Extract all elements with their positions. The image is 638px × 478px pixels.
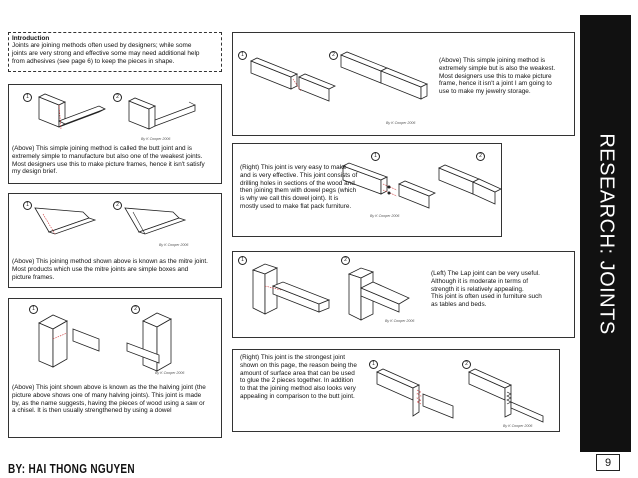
step-2-badge: 2	[131, 305, 140, 314]
step-2-badge: 2	[113, 93, 122, 102]
intro-body: Joints are joining methods often used by…	[12, 42, 200, 65]
intro-box: Introduction Joints are joining methods …	[8, 32, 222, 72]
step-1-badge: 1	[23, 93, 32, 102]
lap-joint-panel: 1 2 By K Cooper 2006 (Left) The Lap join…	[232, 251, 575, 338]
dowel-joint-illustration	[341, 162, 502, 209]
mitre-joint-illustration	[34, 207, 187, 235]
butt-credit: By K Cooper 2006	[141, 137, 171, 141]
step-1-badge: 1	[238, 256, 247, 265]
page-number: 9	[596, 454, 620, 471]
butt-right-credit: By K Cooper 2006	[386, 121, 416, 125]
butt-right-caption: (Above) This simple joining method is ex…	[439, 57, 556, 96]
halving-credit: By K Cooper 2006	[155, 371, 185, 375]
lap-joint-illustration	[251, 263, 410, 321]
step-2-badge: 2	[113, 201, 122, 210]
butt-caption: (Above) This simple joining method is ca…	[12, 145, 205, 176]
dowel-joint-panel: 1 2 By K Cooper 2006 (Right) This joint …	[232, 143, 502, 237]
step-2-badge: 2	[476, 152, 485, 161]
mitre-credit: By K Cooper 2006	[159, 243, 189, 247]
author-byline: BY: HAI THONG NGUYEN	[8, 463, 135, 477]
step-1-badge: 1	[238, 51, 247, 60]
mitre-caption: (Above) This joining method shown above …	[12, 258, 208, 281]
dovetail-joint-illustration	[376, 368, 544, 423]
mitre-joint-panel: 1 2 By K Cooper 2006 (Above) This joinin…	[8, 193, 222, 288]
lap-caption: (Left) The Lap joint can be very useful.…	[431, 270, 542, 309]
butt-joint-illustration	[38, 93, 196, 130]
step-2-badge: 2	[462, 360, 471, 369]
step-1-badge: 1	[369, 360, 378, 369]
dowel-caption: (Right) This joint is very easy to make …	[240, 164, 358, 211]
step-1-badge: 1	[23, 201, 32, 210]
section-sidebar: RESEARCH: JOINTS	[580, 15, 631, 452]
halving-caption: (Above) This joint shown above is known …	[12, 384, 206, 415]
butt-joint-right-panel: 1 2 By K Cooper 2006 (Above) This simple…	[232, 32, 575, 136]
dowel-credit: By K Cooper 2006	[370, 214, 400, 218]
halving-joint-panel: 1 2 By K Cooper 2006 (Above) This joint …	[8, 298, 222, 438]
dovetail-joint-panel: 1 2 By K Cooper 2006 (Right) This joint …	[232, 349, 560, 432]
step-1-badge: 1	[29, 305, 38, 314]
dovetail-caption: (Right) This joint is the strongest join…	[240, 354, 357, 401]
intro-heading: Introduction	[12, 35, 50, 42]
step-2-badge: 2	[341, 256, 350, 265]
butt-joint-panel: 1 2 By K Cooper 2006 (Above) This simple…	[8, 84, 222, 184]
step-1-badge: 1	[371, 152, 380, 161]
dovetail-credit: By K Cooper 2006	[503, 424, 533, 428]
lap-credit: By K Cooper 2006	[385, 319, 415, 323]
step-2-badge: 2	[329, 51, 338, 60]
butt-joint-right-illustration	[250, 51, 428, 102]
section-title: RESEARCH: JOINTS	[595, 132, 617, 335]
halving-joint-illustration	[38, 312, 172, 372]
